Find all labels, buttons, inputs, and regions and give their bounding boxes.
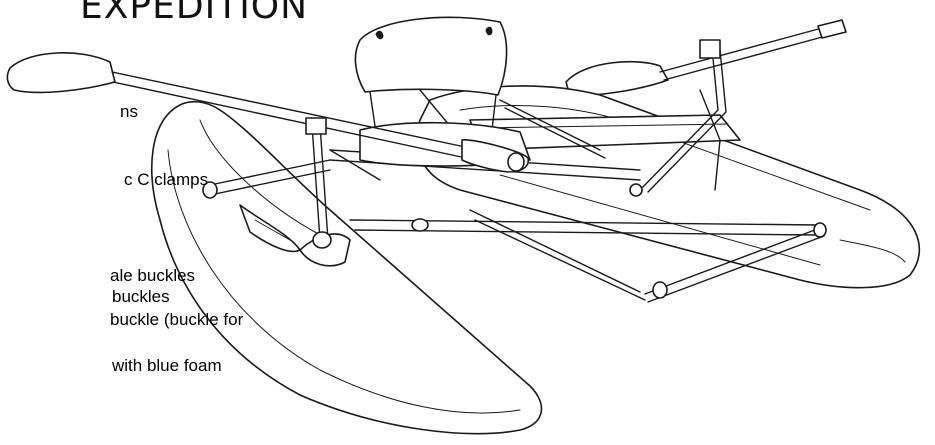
partial-label-3: ale buckles xyxy=(110,266,196,285)
partial-label-1: ns xyxy=(120,102,138,121)
partial-label-5: buckle (buckle for xyxy=(110,310,244,329)
brand-title: EXPEDITION xyxy=(80,0,309,27)
near-oar xyxy=(6,52,530,173)
right-oarlock xyxy=(629,39,727,197)
partial-label-2: c C clamps xyxy=(124,170,209,189)
left-oarlock xyxy=(202,117,381,249)
partial-label-4: buckles xyxy=(112,287,170,306)
partial-label-6: with blue foam xyxy=(112,356,222,375)
left-pontoon xyxy=(151,100,543,435)
